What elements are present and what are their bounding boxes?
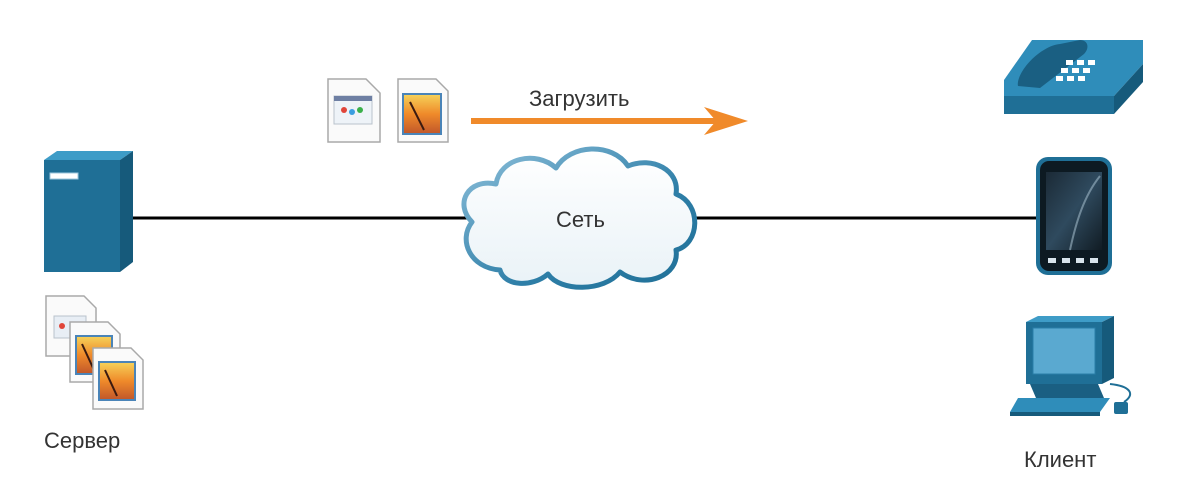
- document-stack-icon: [45, 295, 144, 410]
- smartphone-icon: [1036, 157, 1112, 275]
- arrow-right-icon: [471, 107, 748, 135]
- server-tower-icon: [44, 151, 133, 272]
- desktop-computer-icon: [1010, 316, 1132, 416]
- client-label: Клиент: [1024, 447, 1097, 472]
- ip-phone-icon: [1004, 40, 1143, 114]
- network-label: Сеть: [556, 207, 605, 232]
- upload-label: Загрузить: [529, 86, 630, 111]
- cloud-icon: [461, 146, 698, 290]
- server-label: Сервер: [44, 428, 121, 453]
- document-icon: [327, 78, 449, 143]
